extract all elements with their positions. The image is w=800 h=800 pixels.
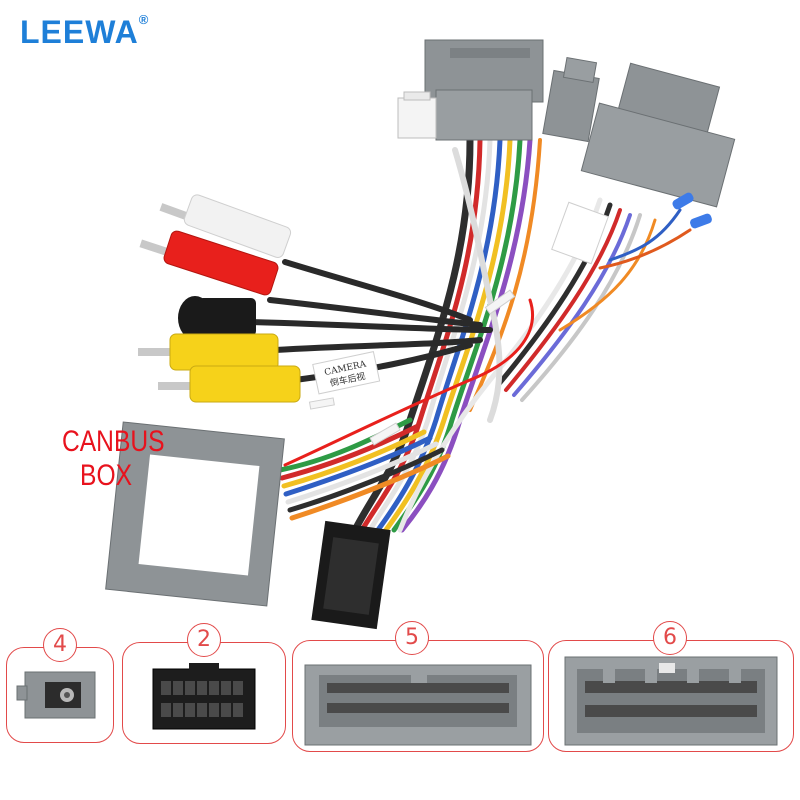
rca-white-plug xyxy=(159,194,292,258)
connector-2-illustration xyxy=(152,663,256,730)
canbus-callout: CANBUS BOX xyxy=(62,425,165,493)
connector-number-6: 6 xyxy=(653,621,687,655)
wire-tag-right xyxy=(551,201,609,265)
brand-logo: LEEWA® xyxy=(20,12,150,51)
canbus-box xyxy=(105,421,285,607)
rca-black-plug xyxy=(178,296,256,340)
connector-number-5: 5 xyxy=(395,621,429,655)
canbus-callout-line2: BOX xyxy=(80,459,132,492)
rca-red-plug xyxy=(139,230,279,296)
connector-plug-6 xyxy=(580,62,736,208)
connector-detail-2: 2 xyxy=(122,623,286,744)
connector-plug-5 xyxy=(424,39,544,141)
connector-6-illustration xyxy=(564,656,778,746)
connector-detail-6: 6 xyxy=(548,621,794,752)
connector-5-illustration xyxy=(304,664,532,746)
connector-detail-4: 4 xyxy=(6,628,114,743)
connector-detail-5: 5 xyxy=(292,621,544,752)
connector-4-illustration xyxy=(16,671,96,719)
wire-tip-blue-2 xyxy=(690,213,712,229)
connector-small-white xyxy=(397,91,437,139)
wire-bundle xyxy=(247,136,692,534)
iso-plug-black xyxy=(311,520,391,630)
brand-logo-text: LEEWA xyxy=(20,14,139,50)
connector-plug-4 xyxy=(542,56,600,143)
rca-yellow-plug-1 xyxy=(138,333,279,371)
camera-tag: CAMERA 倒车后视 xyxy=(312,351,381,395)
rca-yellow-plug-2 xyxy=(158,365,301,403)
connector-number-2: 2 xyxy=(187,623,221,657)
wire-tip-blue xyxy=(672,192,694,210)
registered-mark: ® xyxy=(138,12,150,27)
connector-number-4: 4 xyxy=(43,628,77,662)
canbus-callout-line1: CANBUS xyxy=(62,425,165,458)
